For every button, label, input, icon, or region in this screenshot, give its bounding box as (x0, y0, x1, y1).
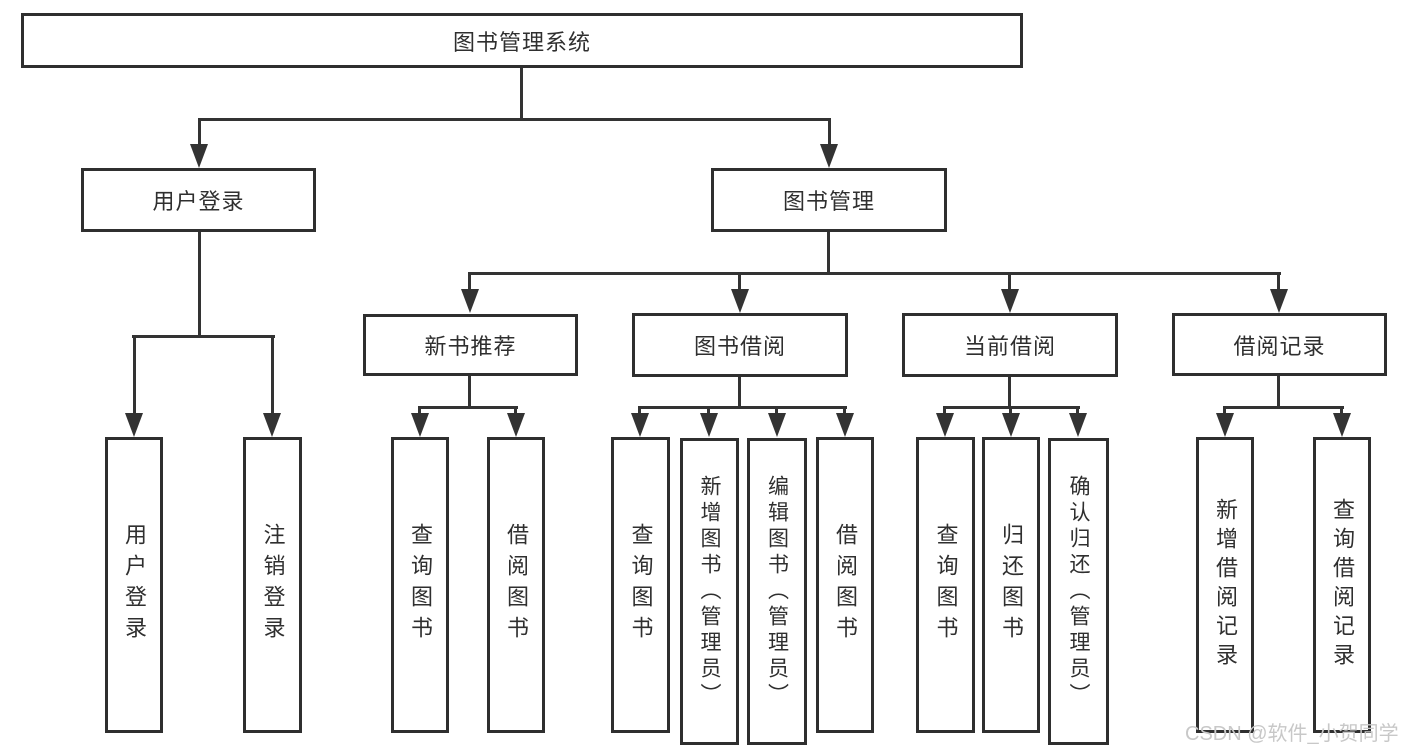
arrow-to-book-management-icon (820, 144, 838, 168)
leaf-return-books: 归还图书 (982, 437, 1040, 733)
node-label: 借阅记录 (1233, 333, 1326, 359)
edge-book-management-branchline (468, 272, 1281, 275)
node-user-login-branch: 用户登录 (81, 168, 316, 232)
leaf-query-books-bb: 查询图书 (611, 437, 670, 733)
node-label: 当前借阅 (963, 334, 1056, 359)
leaf-edit-books-admin: 编辑图书（管理员） (747, 438, 807, 745)
arrow-br-leaf1-icon (1216, 413, 1234, 437)
node-book-management: 图书管理 (711, 168, 947, 232)
node-book-borrow: 图书借阅 (632, 313, 848, 377)
leaf-query-books-cb: 查询图书 (916, 437, 975, 733)
edge-nb-leaf2-line (514, 406, 517, 418)
arrow-nb-leaf1-icon (411, 413, 429, 437)
leaf-label: 查询借阅记录 (1330, 498, 1355, 672)
edge-to-book-management-line (828, 118, 831, 148)
leaf-label: 新增借阅记录 (1213, 498, 1238, 672)
edge-to-leaf-user-login-line (133, 335, 136, 417)
node-label: 新书推荐 (424, 334, 517, 359)
leaf-add-books-admin: 新增图书（管理员） (680, 438, 739, 745)
edge-to-book-borrow-line (738, 272, 741, 297)
node-label: 图书管理 (782, 189, 875, 214)
leaf-borrow-books-bb: 借阅图书 (816, 437, 874, 733)
edge-user-login-branchline (132, 335, 275, 338)
node-label: 图书借阅 (693, 334, 786, 359)
edge-new-books-branchline (418, 406, 518, 409)
edge-root-stem (520, 68, 523, 120)
leaf-user-login: 用户登录 (105, 437, 163, 733)
edge-to-current-borrow-line (1008, 272, 1011, 297)
arrow-cb-leaf2-icon (1002, 413, 1020, 437)
edge-nb-leaf1-line (418, 406, 421, 418)
edge-borrow-records-branchline (1223, 406, 1344, 409)
edge-cb-leaf2-line (1009, 406, 1012, 418)
leaf-label: 借阅图书 (833, 523, 858, 647)
leaf-add-borrow-record: 新增借阅记录 (1196, 437, 1254, 733)
arrow-to-new-books-icon (461, 289, 479, 313)
edge-br-leaf1-line (1223, 406, 1226, 418)
edge-root-branchline (198, 118, 831, 121)
edge-book-borrow-branchline (638, 406, 847, 409)
edge-br-leaf2-line (1340, 406, 1343, 418)
edge-to-new-books-line (468, 272, 471, 297)
edge-borrow-records-stem (1277, 376, 1280, 409)
arrow-to-leaf-user-login-icon (125, 413, 143, 437)
edge-user-login-stem (198, 232, 201, 338)
edge-to-user-login-line (198, 118, 201, 148)
edge-book-management-stem (827, 232, 830, 275)
arrow-to-user-login-icon (190, 144, 208, 168)
leaf-confirm-return-admin: 确认归还（管理员） (1048, 438, 1109, 745)
leaf-label: 编辑图书（管理员） (765, 474, 789, 709)
leaf-query-borrow-record: 查询借阅记录 (1313, 437, 1371, 733)
edge-book-borrow-stem (738, 377, 741, 409)
node-borrow-records: 借阅记录 (1172, 313, 1387, 376)
edge-cb-leaf3-line (1076, 406, 1079, 418)
arrow-nb-leaf2-icon (507, 413, 525, 437)
edge-bb-leaf2-line (707, 406, 710, 418)
edge-bb-leaf3-line (775, 406, 778, 418)
edge-to-leaf-logout-line (271, 335, 274, 417)
leaf-label: 查询图书 (933, 523, 959, 647)
node-library-management-system: 图书管理系统 (21, 13, 1023, 68)
csdn-watermark: CSDN @软件_小贺同学 (1185, 723, 1399, 745)
node-current-borrow: 当前借阅 (902, 313, 1118, 377)
leaf-label: 查询图书 (628, 523, 654, 647)
node-label: 图书管理系统 (452, 29, 591, 55)
node-label: 用户登录 (152, 189, 245, 214)
leaf-query-books-nb: 查询图书 (391, 437, 449, 733)
leaf-logout: 注销登录 (243, 437, 302, 733)
leaf-label: 确认归还（管理员） (1067, 474, 1090, 709)
edge-cb-leaf1-line (943, 406, 946, 418)
edge-bb-leaf4-line (843, 406, 846, 418)
edge-new-books-stem (468, 376, 471, 409)
leaf-label: 注销登录 (260, 523, 286, 647)
arrow-to-borrow-records-icon (1270, 289, 1288, 313)
arrow-to-leaf-logout-icon (263, 413, 281, 437)
edge-to-borrow-records-line (1277, 272, 1280, 297)
node-new-book-recommend: 新书推荐 (363, 314, 578, 376)
arrow-br-leaf2-icon (1333, 413, 1351, 437)
leaf-borrow-books-nb: 借阅图书 (487, 437, 545, 733)
arrow-bb-leaf4-icon (836, 413, 854, 437)
edge-bb-leaf1-line (638, 406, 641, 418)
arrow-bb-leaf2-icon (700, 413, 718, 437)
arrow-cb-leaf1-icon (936, 413, 954, 437)
arrow-to-book-borrow-icon (731, 289, 749, 313)
leaf-label: 借阅图书 (504, 523, 529, 647)
arrow-bb-leaf3-icon (768, 413, 786, 437)
arrow-bb-leaf1-icon (631, 413, 649, 437)
arrow-cb-leaf3-icon (1069, 413, 1087, 437)
arrow-to-current-borrow-icon (1001, 289, 1019, 313)
leaf-label: 查询图书 (408, 523, 433, 647)
edge-current-borrow-stem (1008, 377, 1011, 409)
leaf-label: 新增图书（管理员） (698, 474, 721, 709)
leaf-label: 用户登录 (122, 523, 147, 647)
leaf-label: 归还图书 (999, 523, 1024, 647)
